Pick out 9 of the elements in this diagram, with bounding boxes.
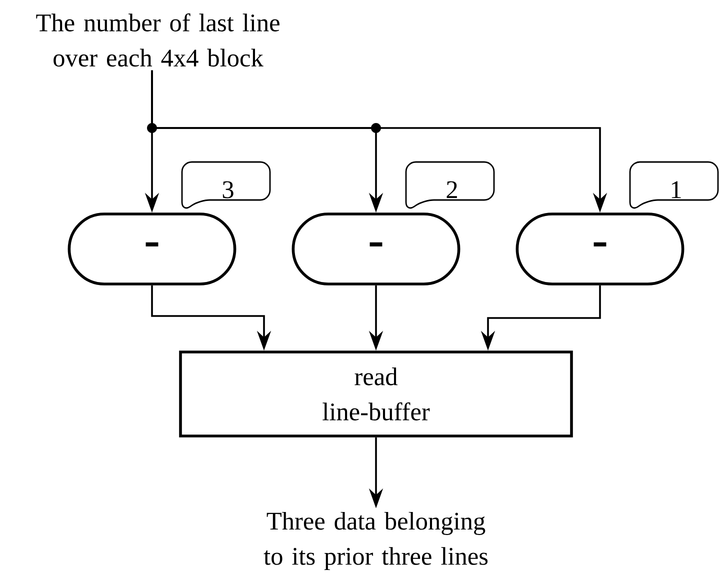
callout: 1: [629, 161, 719, 209]
operator-pill: -: [68, 212, 236, 286]
operator-pill: -: [292, 212, 460, 286]
callout: 3: [181, 161, 271, 209]
caption-text: Three data belonging to its prior three lines: [264, 512, 488, 570]
callout: 2: [405, 161, 495, 209]
process-box: read line-buffer: [179, 350, 573, 438]
caption-text: The number of last line over each 4x4 block: [36, 13, 280, 67]
operator-pill: -: [516, 212, 684, 286]
